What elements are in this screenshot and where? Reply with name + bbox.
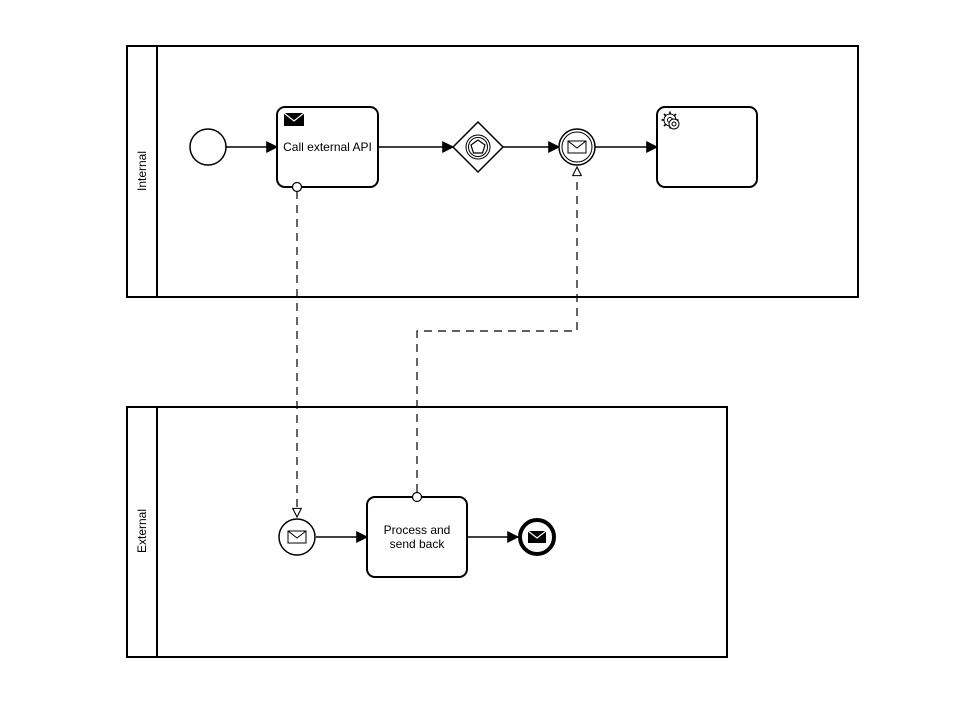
pentagon-icon (470, 139, 486, 154)
task-label-process-and-send-back: Process and send back (383, 523, 451, 551)
intermediate-message-catch-event[interactable] (558, 128, 596, 166)
task-label-service (659, 127, 755, 167)
message-flow-response[interactable] (416, 167, 577, 492)
pool-label-external: External (135, 508, 149, 554)
event-based-gateway[interactable] (451, 120, 505, 174)
envelope-icon (567, 140, 587, 154)
message-flow-source-marker (411, 491, 423, 503)
send-envelope-icon (283, 112, 305, 126)
task-process-and-send-back[interactable] (366, 491, 468, 578)
envelope-filled-icon (527, 530, 547, 543)
task-call-external-api[interactable] (276, 106, 379, 193)
start-event[interactable] (189, 128, 227, 166)
task-label-call-external-api: Call external API (283, 140, 372, 154)
pool-label-internal: Internal (135, 150, 149, 192)
envelope-icon (287, 530, 307, 544)
gear-icon (661, 111, 680, 130)
service-task[interactable] (656, 106, 758, 188)
message-end-event[interactable] (518, 518, 556, 556)
message-start-event[interactable] (278, 518, 316, 556)
message-flow-source-marker (291, 181, 303, 193)
